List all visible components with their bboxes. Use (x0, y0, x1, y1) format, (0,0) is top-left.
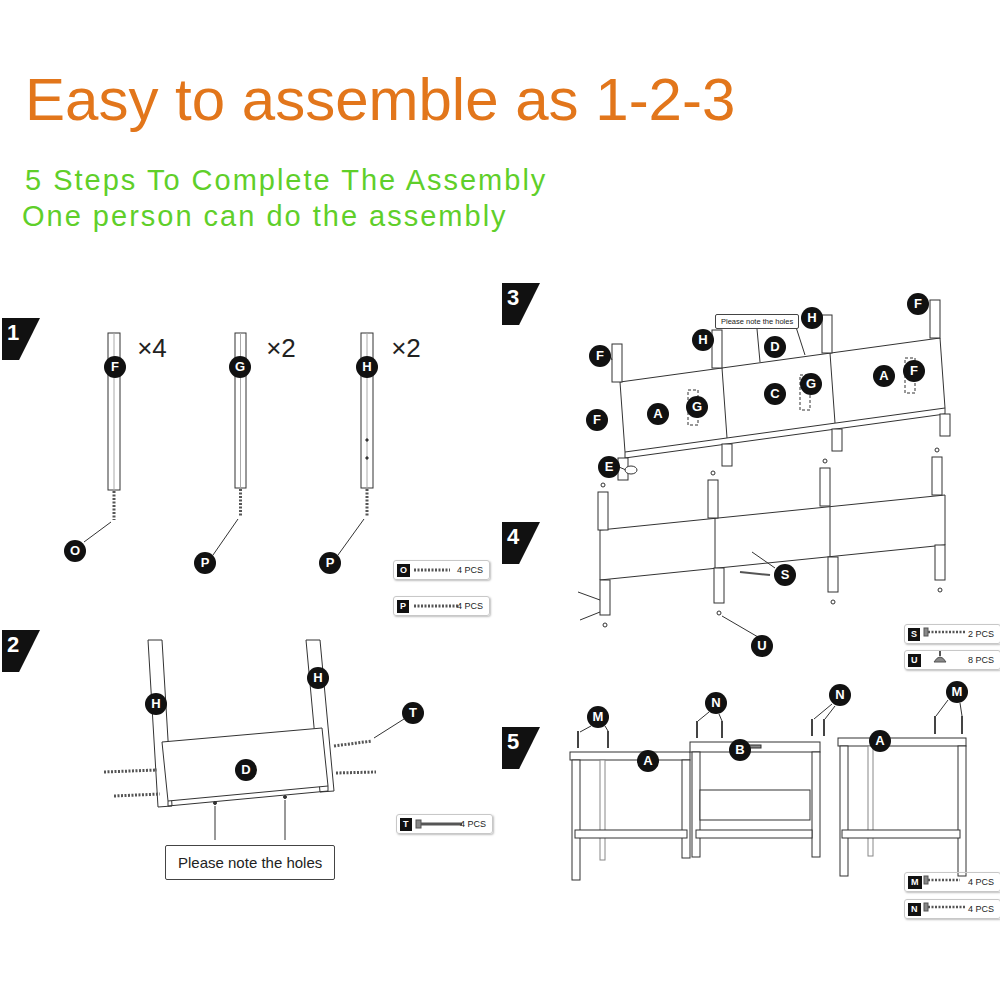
note-box: Please note the holes (165, 845, 335, 880)
hardware-count-box: U 8 PCS (904, 650, 1000, 670)
hardware-count-box: M 4 PCS (904, 872, 1000, 892)
part-letter: O (397, 564, 410, 577)
callout-letter: G (229, 356, 251, 378)
step-number: 3 (502, 283, 540, 325)
part-letter: P (397, 600, 409, 613)
piece-count: 4 PCS (457, 565, 483, 575)
piece-count: 8 PCS (968, 655, 994, 665)
step-number: 2 (2, 630, 40, 672)
callout-letter: M (946, 681, 968, 703)
callout-letter: H (356, 356, 378, 378)
callout-letter: F (903, 360, 925, 382)
piece-count: 4 PCS (968, 877, 994, 887)
callout-letter: A (637, 750, 659, 772)
title: Easy to assemble as 1-2-3 (25, 70, 735, 130)
part-letter: T (400, 818, 412, 831)
callout-letter: D (235, 759, 257, 781)
note-text: Please note the holes (178, 854, 322, 871)
callout-letter: F (104, 356, 126, 378)
callout-letter: O (64, 540, 86, 562)
step3-frame (610, 300, 950, 480)
callout-letter: U (751, 635, 773, 657)
hardware-count-box: T 4 PCS (396, 814, 493, 834)
callout-letter: B (729, 739, 751, 761)
callout-letter: T (402, 702, 424, 724)
note-text: Please note the holes (721, 317, 793, 326)
hardware-count-box: O 4 PCS (393, 560, 490, 580)
quantity: ×4 (137, 335, 167, 361)
callout-letter: M (587, 706, 609, 728)
hardware-count-box: N 4 PCS (904, 899, 1000, 919)
part-letter: U (908, 654, 921, 667)
callout-letter: C (764, 383, 786, 405)
piece-count: 4 PCS (457, 601, 483, 611)
step-number: 1 (2, 318, 40, 360)
hardware-icons (414, 570, 966, 911)
callout-letter: P (319, 552, 341, 574)
hardware-count-box: P 4 PCS (393, 596, 490, 616)
callout-letter: G (686, 396, 708, 418)
callout-letter: H (307, 667, 329, 689)
callout-letter: S (774, 564, 796, 586)
callout-letter: A (873, 365, 895, 387)
step4-frame (578, 448, 945, 637)
quantity: ×2 (266, 335, 296, 361)
part-letter: S (908, 628, 920, 641)
step-number: 5 (502, 727, 540, 769)
callout-letter: E (598, 456, 620, 478)
piece-count: 4 PCS (460, 819, 486, 829)
part-letter: M (908, 876, 922, 889)
callout-letter: F (589, 345, 611, 367)
subtitle: 5 Steps To Complete The Assembly (25, 165, 547, 197)
step2-frame (104, 640, 404, 840)
piece-count: 2 PCS (968, 629, 994, 639)
hardware-count-box: S 2 PCS (904, 624, 1000, 644)
callout-letter: P (194, 552, 216, 574)
subtitle: One person can do the assembly (22, 201, 508, 233)
piece-count: 4 PCS (968, 904, 994, 914)
callout-letter: H (145, 693, 167, 715)
callout-letter: A (647, 403, 669, 425)
step1-posts (84, 333, 373, 555)
callout-letter: F (907, 293, 929, 315)
callout-letter: A (869, 730, 891, 752)
callout-letter: D (764, 336, 786, 358)
callout-letter: G (800, 373, 822, 395)
callout-letter: H (692, 329, 714, 351)
callout-letter: N (829, 684, 851, 706)
step5-stand (570, 700, 966, 880)
step-number: 4 (502, 522, 540, 564)
callout-letter: F (586, 409, 608, 431)
note-box: Please note the holes (715, 314, 799, 329)
part-letter: N (908, 903, 921, 916)
callout-letter: H (801, 307, 823, 329)
quantity: ×2 (391, 335, 421, 361)
callout-letter: N (705, 692, 727, 714)
